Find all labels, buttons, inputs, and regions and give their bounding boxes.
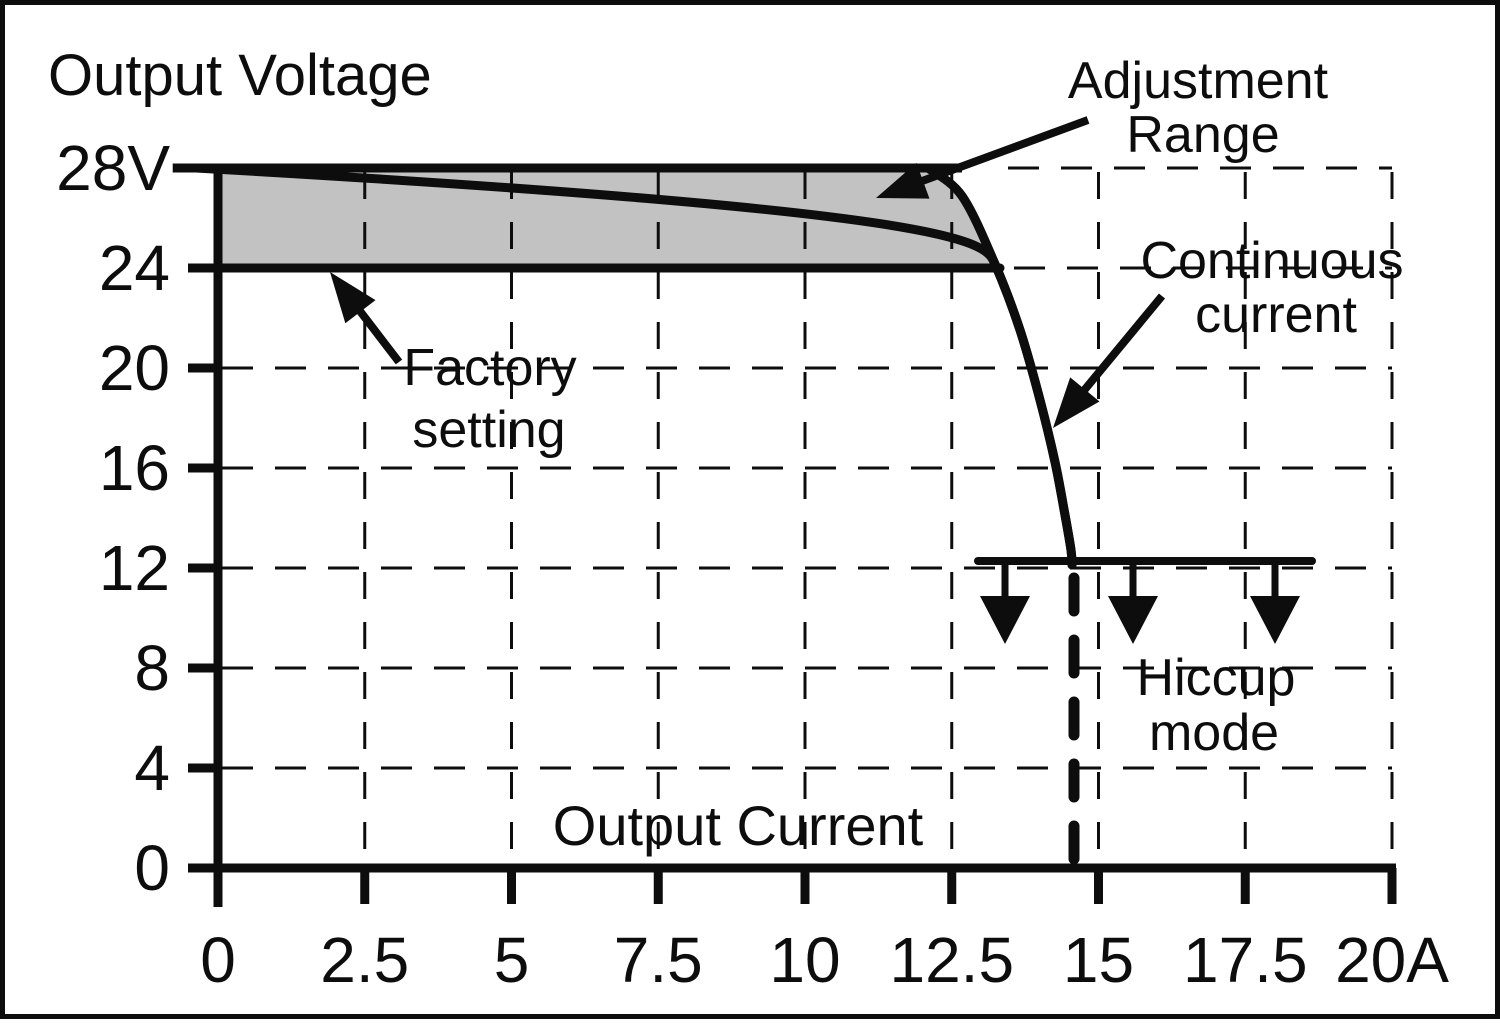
x-axis-label-20A: 20A: [1335, 924, 1449, 996]
annotation-continuous-current-text: Continuous: [1140, 232, 1403, 290]
factory-setting-arrow-shaft: [352, 302, 403, 365]
annotation-factory-setting-text: setting: [412, 401, 565, 459]
y-axis-label-24: 24: [99, 232, 170, 304]
adjustment-range-arrowhead-icon: [876, 162, 930, 199]
hiccup-down-arrow-icon: [1108, 596, 1158, 644]
x-axis-label-17.5: 17.5: [1183, 924, 1308, 996]
hiccup-down-arrow-icon: [1250, 596, 1300, 644]
continuous-current-curve: [923, 163, 1077, 570]
annotation-adjustment-range-text: Adjustment: [1068, 52, 1329, 110]
factory-setting-arrowhead-icon: [330, 272, 376, 324]
axes: [188, 163, 1397, 907]
x-axis-label-5: 5: [494, 924, 530, 996]
x-axis-label-10: 10: [769, 924, 840, 996]
y-axis-label-12: 12: [99, 532, 170, 604]
y-axis-label-28V: 28V: [56, 132, 170, 204]
x-axis-label-12.5: 12.5: [889, 924, 1014, 996]
annotation-factory-setting-text: Factory: [403, 339, 576, 397]
adjustment-range-region: [218, 168, 997, 268]
gridlines: [222, 166, 1394, 864]
annotation-adjustment-range-text: Range: [1126, 106, 1279, 164]
x-axis-label-2.5: 2.5: [320, 924, 409, 996]
x-axis-title: Output Current: [553, 794, 924, 857]
annotation-continuous-current-text: current: [1195, 286, 1357, 344]
hiccup-group: [974, 557, 1316, 644]
continuous-current-arrow-shaft: [1076, 293, 1166, 399]
x-axis-label-15: 15: [1063, 924, 1134, 996]
y-axis-label-4: 4: [134, 732, 170, 804]
series-lines: [172, 163, 1077, 570]
x-axis-label-7.5: 7.5: [614, 924, 703, 996]
x-axis-label-0: 0: [200, 924, 236, 996]
annotation-hiccup-mode-text: Hiccup: [1137, 649, 1296, 707]
y-axis-label-16: 16: [99, 432, 170, 504]
tick-labels: 28V 24 20 16 12 8 4 00 2.5 5 7.5 10 12.5 15 17.5 20A: [56, 132, 1449, 996]
y-axis-label-0: 0: [134, 832, 170, 904]
y-axis-label-20: 20: [99, 332, 170, 404]
continuous-current-arrowhead-icon: [1053, 377, 1100, 428]
y-axis-label-8: 8: [134, 632, 170, 704]
hiccup-down-arrow-icon: [980, 596, 1030, 644]
annotation-hiccup-mode-text: mode: [1149, 704, 1279, 762]
adjustment-range-arrow-shaft: [914, 116, 1090, 188]
chart-title: Output Voltage: [48, 43, 432, 108]
